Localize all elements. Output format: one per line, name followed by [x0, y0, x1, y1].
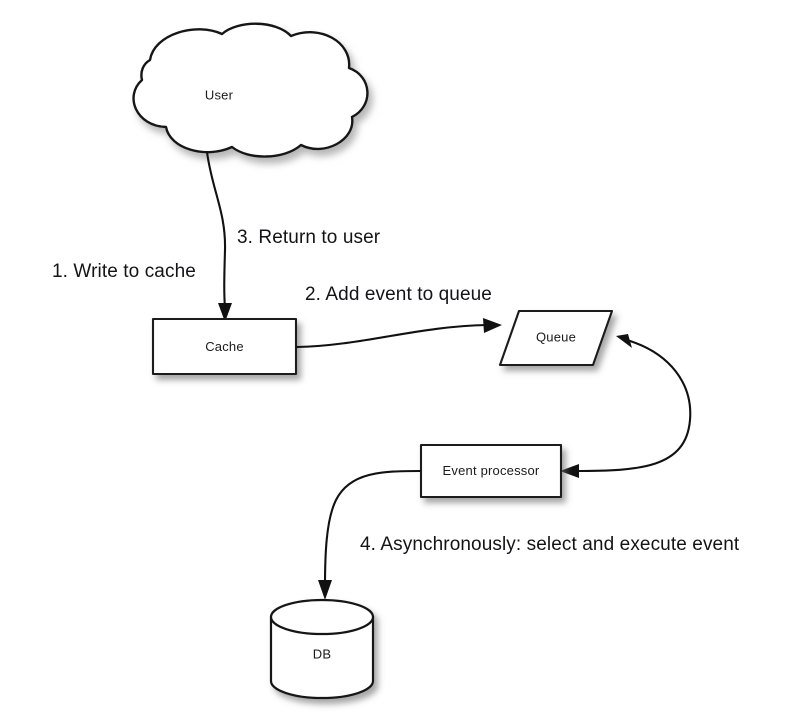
- edge-user-to-cache: [205, 150, 232, 322]
- arrowhead-processor-to-queue: [616, 334, 632, 348]
- node-event-processor-label: Event processor: [443, 463, 540, 478]
- node-queue[interactable]: Queue: [498, 309, 614, 367]
- node-db[interactable]: DB: [269, 598, 375, 700]
- step-label-1: 1. Write to cache: [52, 261, 196, 282]
- node-queue-label: Queue: [536, 329, 576, 344]
- arrowhead-cache-to-queue: [483, 318, 502, 333]
- step-label-4: 4. Asynchronously: select and execute ev…: [360, 534, 740, 555]
- edge-processor-to-db: [318, 469, 422, 600]
- node-user-label: User: [205, 87, 234, 102]
- edge-processor-to-queue: [560, 334, 692, 478]
- arrowhead-user-to-cache: [218, 303, 232, 322]
- node-event-processor[interactable]: Event processor: [419, 443, 563, 499]
- edge-cache-to-queue: [295, 318, 502, 349]
- node-cache[interactable]: Cache: [151, 317, 298, 376]
- node-cache-label: Cache: [205, 339, 244, 354]
- step-label-2: 2. Add event to queue: [305, 284, 492, 305]
- node-user[interactable]: User: [132, 22, 369, 158]
- node-db-label: DB: [313, 646, 331, 661]
- step-label-3: 3. Return to user: [237, 227, 381, 248]
- arrowhead-processor-to-db: [318, 580, 332, 600]
- arrowhead-into-processor: [560, 464, 579, 478]
